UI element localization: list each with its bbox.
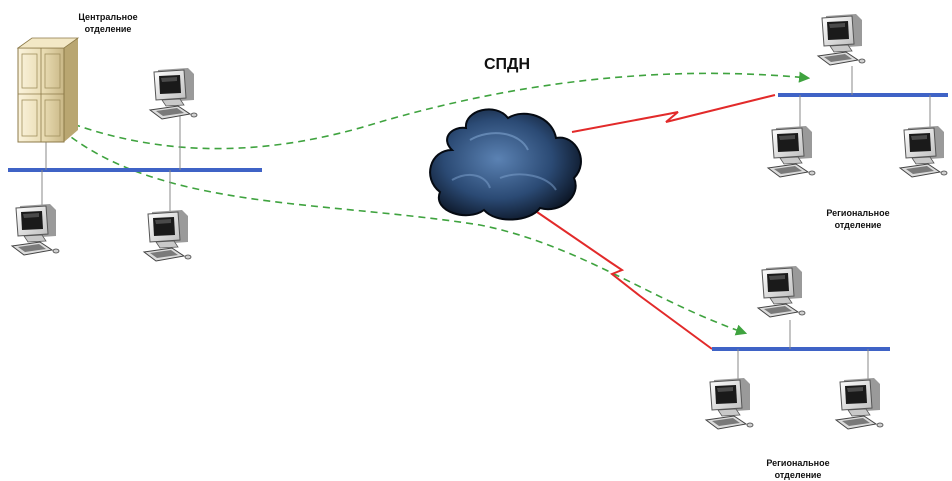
central-office-label-line2: отделение	[84, 24, 132, 34]
computer-icon	[835, 377, 884, 430]
regional-office-2-label-line1: Региональное	[766, 458, 830, 468]
regional-office-1-label-line1: Региональное	[826, 208, 890, 218]
flow-central-to-regional-2	[61, 129, 748, 336]
central-lan	[8, 112, 262, 212]
computer-icon	[705, 377, 754, 430]
regional-office-2-label-line2: отделение	[774, 470, 822, 480]
regional-lan-1	[778, 66, 948, 128]
cloud-icon	[429, 108, 582, 221]
regional-office-1-label: Региональное отделение	[808, 207, 908, 231]
computer-icon	[767, 125, 816, 178]
flow-central-to-regional-1	[59, 71, 811, 150]
network-label: СПДН	[483, 56, 530, 73]
regional-office-2-label: Региональное отделение	[748, 457, 848, 481]
computer-icon	[757, 265, 806, 318]
server-icon	[16, 37, 80, 143]
computer-icon	[817, 13, 866, 66]
computer-icon	[149, 67, 198, 120]
regional-office-1-label-line2: отделение	[834, 220, 882, 230]
computer-icon	[143, 209, 192, 262]
regional-lan-2	[712, 320, 890, 380]
central-office-label-line1: Центральное	[78, 12, 138, 22]
central-office-label: Центральное отделение	[58, 11, 158, 35]
lightning-link-icon	[536, 94, 776, 350]
computer-icon	[11, 203, 60, 256]
computer-icon	[899, 125, 948, 178]
